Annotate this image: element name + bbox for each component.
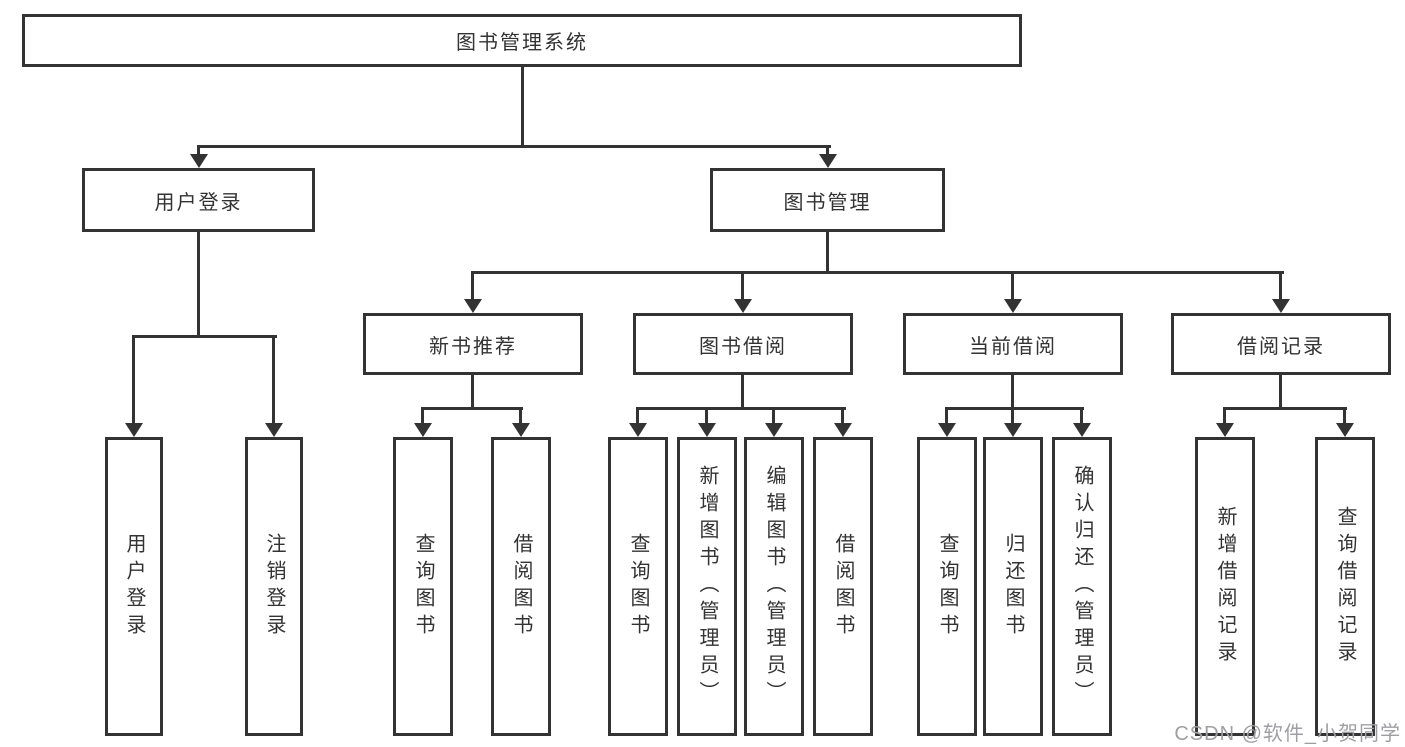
node-user-login: 用户登录 xyxy=(82,168,315,232)
arrow-borrow-records-child-1 xyxy=(1215,410,1234,437)
arrow-current-borrow-child-2 xyxy=(1003,410,1022,437)
node-book-management: 图书管理 xyxy=(710,168,945,232)
node-confirm-return-admin: 确认归还（管理员） xyxy=(1052,437,1112,736)
connector-user-login-stub xyxy=(197,230,200,335)
arrow-current-borrow-child-1 xyxy=(937,410,956,437)
node-root-library-system: 图书管理系统 xyxy=(22,14,1022,67)
node-logout: 注销登录 xyxy=(245,437,303,736)
node-borrow-books-leaf: 借阅图书 xyxy=(813,437,873,736)
connector-user-login-hline xyxy=(132,335,277,338)
connector-level3-hline xyxy=(471,271,1284,274)
arrow-to-logout-leaf xyxy=(264,338,283,437)
arrow-to-book-management xyxy=(818,148,837,168)
arrow-to-book-borrow xyxy=(733,274,752,313)
connector-borrow-records-stub xyxy=(1279,373,1282,410)
arrow-to-borrow-records xyxy=(1271,274,1290,313)
connector-new-book-hline xyxy=(421,407,523,410)
node-query-books-borrow: 查询图书 xyxy=(608,437,668,736)
connector-borrow-records-hline xyxy=(1223,407,1347,410)
node-user-login-leaf: 用户登录 xyxy=(105,437,163,736)
node-borrow-records: 借阅记录 xyxy=(1171,313,1391,375)
arrow-book-borrow-child-4 xyxy=(833,410,852,437)
node-query-borrow-record: 查询借阅记录 xyxy=(1315,437,1375,736)
arrow-to-user-login xyxy=(189,148,208,168)
connector-current-borrow-hline xyxy=(945,407,1084,410)
arrow-book-borrow-child-2 xyxy=(697,410,716,437)
connector-current-borrow-stub xyxy=(1011,373,1014,410)
node-query-books-recommend: 查询图书 xyxy=(393,437,453,736)
node-query-books-current: 查询图书 xyxy=(917,437,977,736)
connector-book-borrow-hline xyxy=(636,407,846,410)
node-new-book-recommend: 新书推荐 xyxy=(363,313,583,375)
node-book-borrow: 图书借阅 xyxy=(633,313,853,375)
connector-level2-hline xyxy=(197,145,831,148)
connector-book-mgmt-stub xyxy=(826,230,829,274)
node-borrow-books-recommend: 借阅图书 xyxy=(491,437,551,736)
node-return-book: 归还图书 xyxy=(983,437,1043,736)
connector-book-borrow-stub xyxy=(741,373,744,410)
arrow-borrow-records-child-2 xyxy=(1335,410,1354,437)
arrow-book-borrow-child-1 xyxy=(628,410,647,437)
csdn-watermark: CSDN @软件_小贺同学 xyxy=(1174,723,1401,745)
arrow-new-book-child-2 xyxy=(511,410,530,437)
node-edit-book-admin: 编辑图书（管理员） xyxy=(744,437,804,736)
connector-new-book-stub xyxy=(471,373,474,410)
arrow-to-current-borrow xyxy=(1003,274,1022,313)
connector-root-vline xyxy=(521,67,524,145)
arrow-to-user-login-leaf xyxy=(124,338,143,437)
arrow-current-borrow-child-3 xyxy=(1072,410,1091,437)
arrow-to-new-book-recommend xyxy=(463,274,482,313)
node-add-book-admin: 新增图书（管理员） xyxy=(677,437,737,736)
arrow-book-borrow-child-3 xyxy=(764,410,783,437)
node-add-borrow-record: 新增借阅记录 xyxy=(1195,437,1255,736)
node-current-borrow: 当前借阅 xyxy=(903,313,1123,375)
arrow-new-book-child-1 xyxy=(413,410,432,437)
